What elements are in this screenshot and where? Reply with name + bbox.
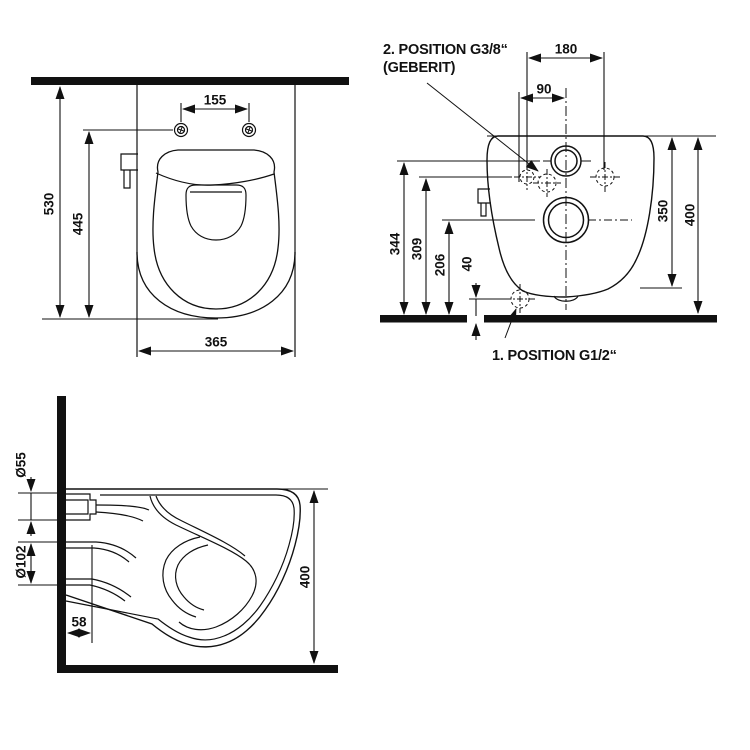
dim-label-90: 90 (536, 81, 552, 97)
dim-label-400-front: 400 (682, 203, 698, 227)
dim-40 (469, 283, 505, 340)
g12-position-crosshair (505, 284, 535, 313)
dim-344 (397, 160, 540, 315)
top-view (31, 77, 349, 357)
dim-label-206: 206 (432, 253, 448, 277)
bowl-opening-outline (185, 184, 247, 241)
dim-label-445: 445 (70, 212, 86, 236)
sprayer-nozzle-front (477, 188, 491, 217)
floor-section-bar-side (57, 665, 338, 673)
toilet-front-outline (486, 135, 655, 298)
side-view (18, 396, 338, 673)
dim-label-58: 58 (71, 614, 87, 630)
dim-label-180: 180 (554, 41, 578, 57)
seat-outline (152, 149, 280, 310)
dim-label-344: 344 (387, 232, 403, 256)
position2-label-line2: (GEBERIT) (383, 60, 456, 76)
position1-label: 1. POSITION G1/2“ (492, 347, 617, 365)
dim-label-365: 365 (204, 334, 228, 350)
bowl-outer-outline (136, 251, 296, 319)
dim-155 (180, 103, 250, 122)
dim-label-d55: Ø55 (13, 452, 29, 478)
dim-350 (640, 137, 682, 289)
front-view (380, 52, 717, 340)
dim-label-350: 350 (655, 199, 671, 223)
dim-206 (442, 219, 535, 315)
sprayer-nozzle (120, 153, 138, 189)
inlet-spud (66, 493, 97, 521)
dim-label-530: 530 (41, 192, 57, 216)
dim-label-d102: Ø102 (13, 545, 29, 579)
wall-section-bar (31, 77, 349, 85)
position1-label-line1: 1. POSITION G1/2“ (492, 348, 617, 364)
dim-label-155: 155 (203, 92, 227, 108)
leader-position1 (504, 308, 517, 339)
fixing-hole-right-crosshair (590, 162, 620, 192)
dim-90 (518, 92, 565, 182)
floor-section-bar (380, 315, 467, 323)
dim-label-40: 40 (459, 256, 475, 272)
mounting-hole-right (241, 122, 257, 138)
leader-position2 (426, 82, 539, 172)
dim-180 (526, 52, 605, 170)
dim-label-400-side: 400 (297, 565, 313, 589)
dim-label-309: 309 (409, 237, 425, 261)
toilet-side-inner (65, 494, 295, 641)
toilet-side-outer (65, 488, 301, 648)
dim-58 (67, 545, 93, 643)
dim-445 (83, 129, 173, 318)
wall-section-bar-side (57, 396, 66, 673)
dim-309 (419, 176, 512, 315)
position2-label: 2. POSITION G3/8“ (GEBERIT) (383, 41, 508, 77)
position2-label-line1: 2. POSITION G3/8“ (383, 42, 508, 58)
mounting-hole-left (173, 122, 189, 138)
g38-position-crosshair (533, 169, 561, 197)
outlet-spud (66, 541, 137, 563)
